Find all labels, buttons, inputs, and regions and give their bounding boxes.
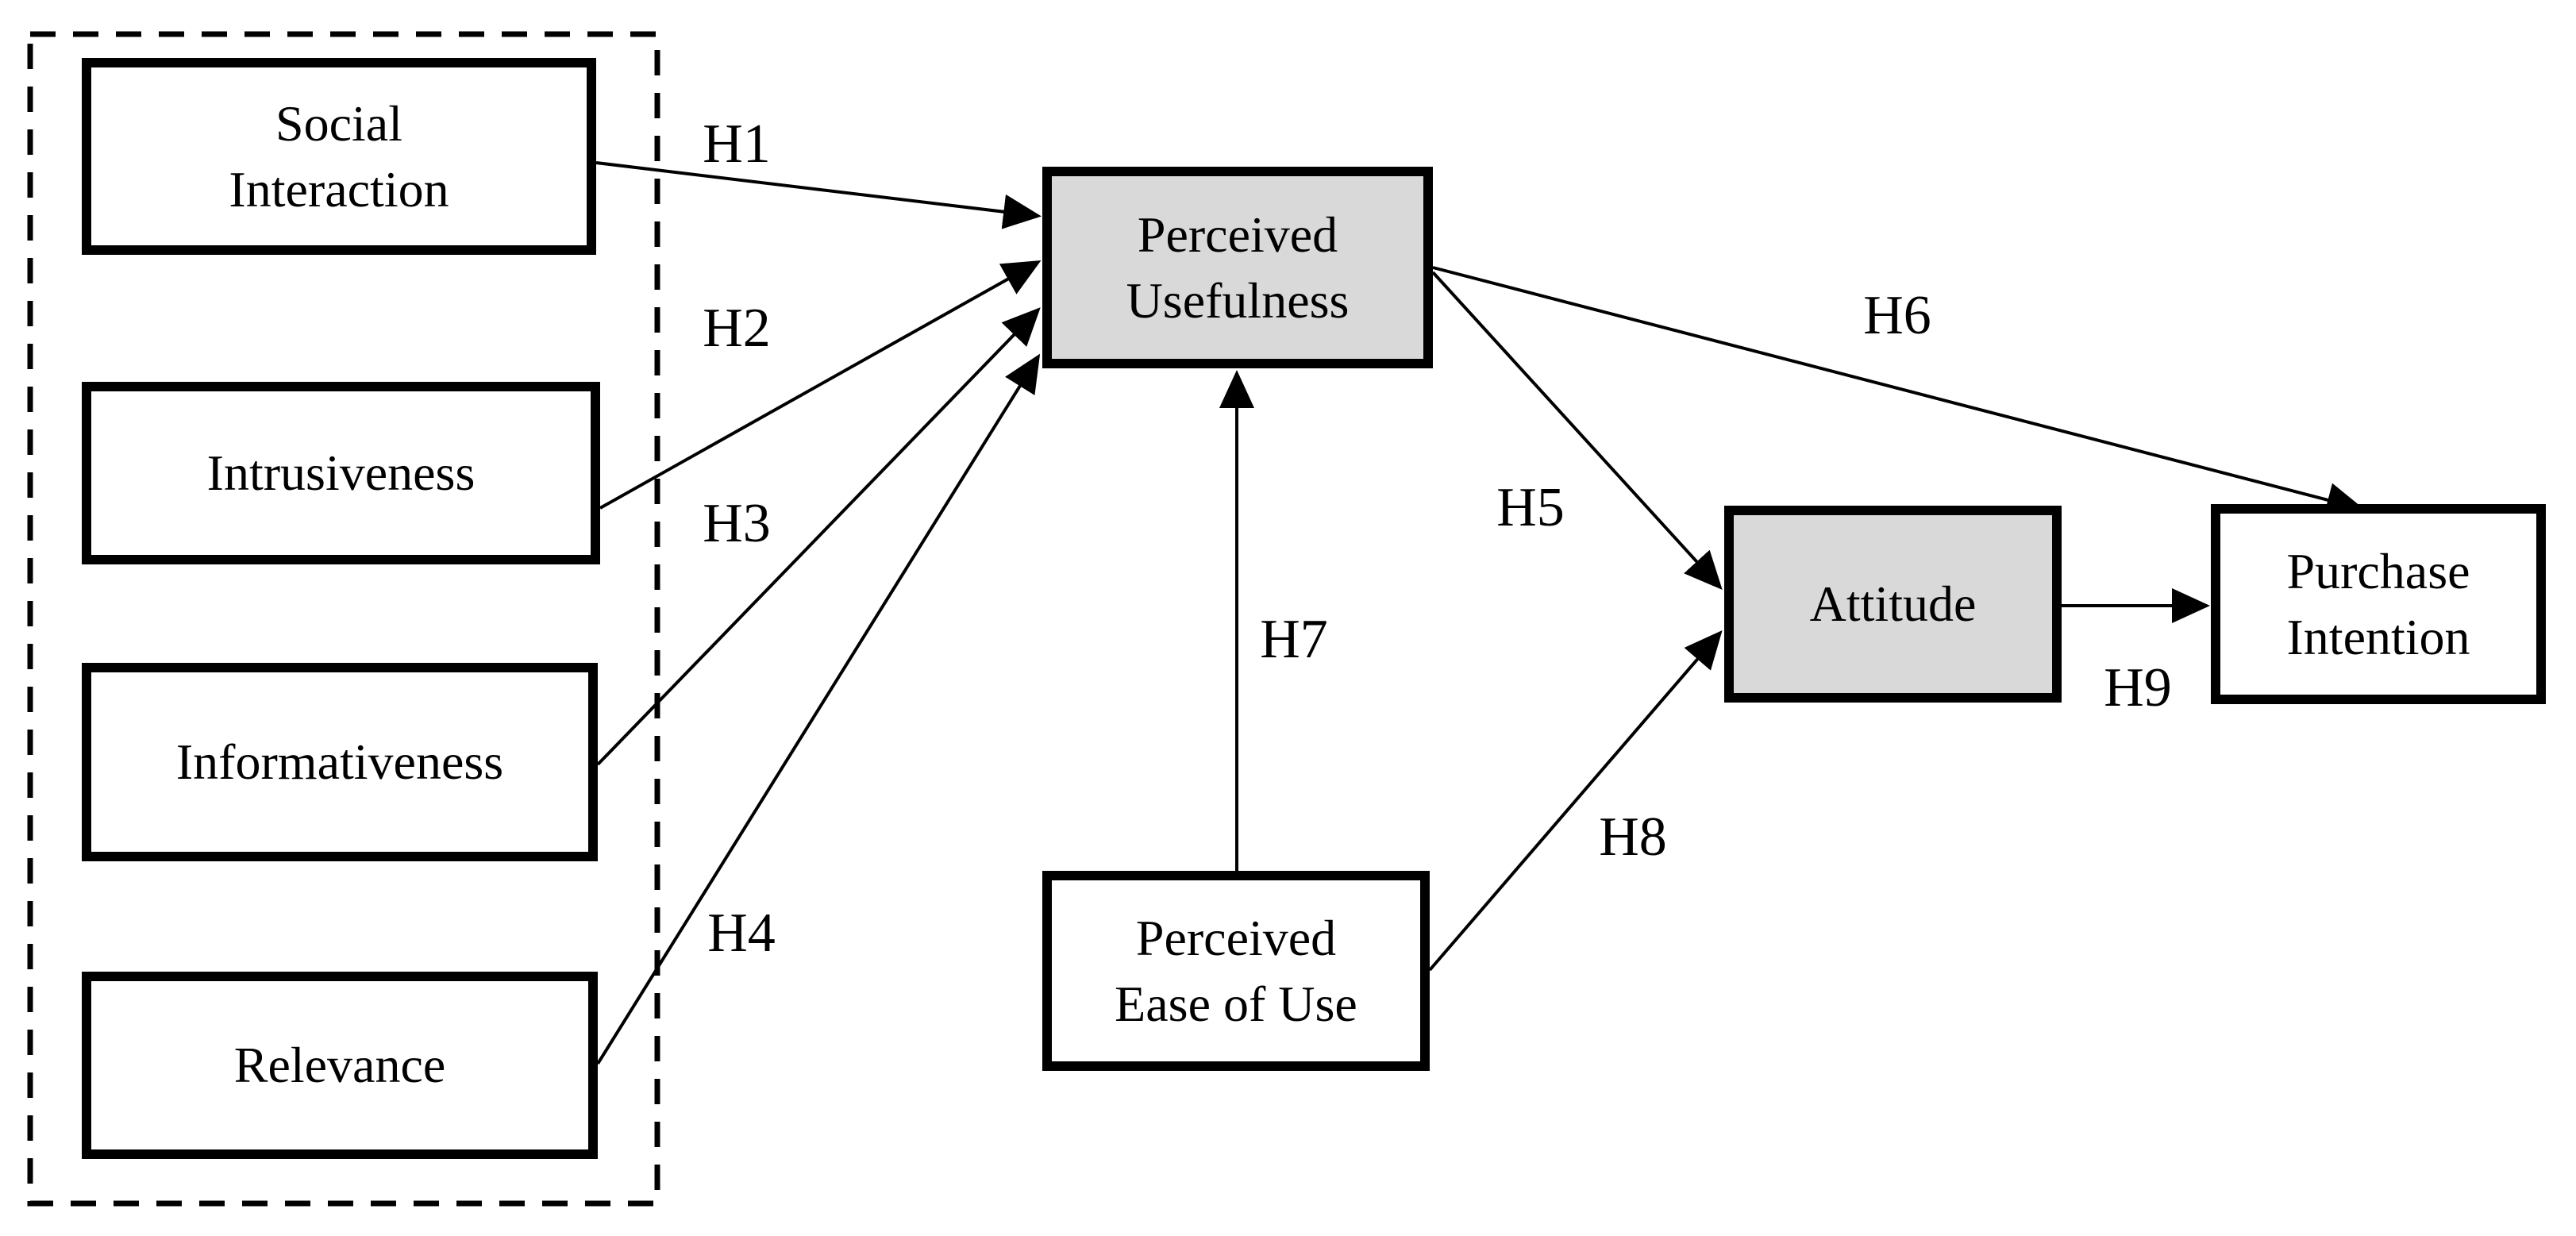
node-informativeness: Informativeness: [82, 663, 598, 861]
hypothesis-label-h7: H7: [1260, 609, 1328, 670]
hypothesis-label-h1: H1: [703, 114, 771, 175]
node-informativeness-label: Informativeness: [175, 734, 504, 791]
hypothesis-label-h4: H4: [707, 903, 776, 964]
arrow-h1-social-to-usefulness: [595, 161, 1042, 229]
node-attitude: Attitude: [1724, 506, 2062, 703]
node-perceived-ease-of-use: Perceived Ease of Use: [1042, 871, 1430, 1071]
node-perceived-usefulness: Perceived Usefulness: [1042, 167, 1433, 368]
node-purchase-intention: Purchase Intention: [2211, 504, 2546, 704]
arrow-h8-ease-of-use-to-attitude: [1428, 630, 1723, 972]
node-social-interaction-label: Social Interaction: [229, 94, 449, 218]
node-relevance: Relevance: [82, 972, 598, 1159]
hypothesis-label-h2: H2: [703, 298, 771, 359]
antecedents-group-dashed-border: [27, 31, 660, 1207]
arrow-h6-usefulness-to-purchase-intention: [1432, 266, 2365, 518]
hypothesis-label-h9: H9: [2104, 657, 2172, 718]
hypothesis-label-h6: H6: [1863, 285, 1931, 346]
arrow-h3-informativeness-to-usefulness: [596, 307, 1041, 766]
node-intrusiveness: Intrusiveness: [82, 382, 600, 564]
node-perceived-usefulness-label: Perceived Usefulness: [1126, 206, 1350, 329]
arrow-h2-intrusiveness-to-usefulness: [599, 260, 1042, 510]
node-attitude-label: Attitude: [1809, 576, 1977, 633]
node-purchase-intention-label: Purchase Intention: [2286, 542, 2470, 665]
node-relevance-label: Relevance: [233, 1037, 446, 1094]
hypothesis-label-h8: H8: [1599, 807, 1667, 868]
hypothesis-label-h5: H5: [1496, 477, 1565, 538]
hypothesis-label-h3: H3: [703, 493, 771, 554]
arrow-h5-usefulness-to-attitude: [1431, 271, 1723, 590]
node-social-interaction: Social Interaction: [82, 58, 596, 255]
arrow-h4-relevance-to-usefulness: [596, 353, 1041, 1065]
node-perceived-ease-of-use-label: Perceived Ease of Use: [1115, 909, 1357, 1032]
node-intrusiveness-label: Intrusiveness: [206, 445, 476, 502]
